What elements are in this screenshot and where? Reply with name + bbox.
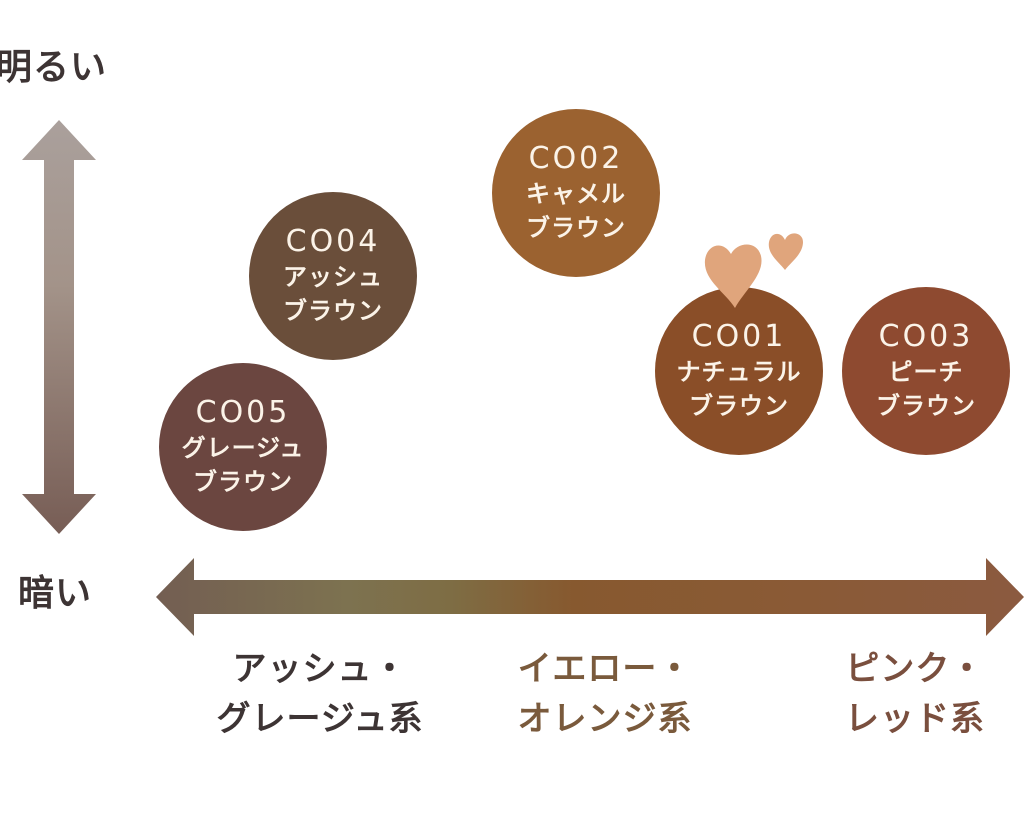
heart-small-icon xyxy=(768,233,803,270)
product-name-line2: ブラウン xyxy=(283,297,383,325)
category-yellow-orange-line1: イエロー・ xyxy=(517,649,693,689)
product-name-line1: グレージュ xyxy=(181,434,305,462)
product-code: CO04 xyxy=(285,224,381,259)
product-name-line2: ブラウン xyxy=(689,392,789,420)
product-name-line2: ブラウン xyxy=(193,468,293,496)
category-pink-red-line2: レッド系 xyxy=(845,699,985,739)
category-yellow-orange-line2: オレンジ系 xyxy=(517,699,693,739)
product-code: CO03 xyxy=(878,319,974,354)
heart-large-icon xyxy=(704,244,762,308)
brightness-high-label: 明るい xyxy=(0,47,108,88)
brightness-axis-arrow-icon xyxy=(22,120,96,534)
category-pink-red: ピンク・ レッド系 xyxy=(820,644,1010,744)
product-code: CO02 xyxy=(528,141,624,176)
category-ash-greige: アッシュ・ グレージュ系 xyxy=(205,644,435,744)
product-name-line1: キャメル xyxy=(526,180,626,208)
product-code: CO05 xyxy=(195,395,291,430)
product-code: CO01 xyxy=(691,319,787,354)
product-co03: CO03 ピーチ ブラウン xyxy=(842,287,1010,455)
category-yellow-orange: イエロー・ オレンジ系 xyxy=(490,644,720,744)
product-name-line2: ブラウン xyxy=(526,214,626,242)
product-co02: CO02 キャメル ブラウン xyxy=(492,109,660,277)
product-co05: CO05 グレージュ ブラウン xyxy=(159,363,327,531)
category-pink-red-line1: ピンク・ xyxy=(845,649,985,689)
product-name-line1: アッシュ xyxy=(283,263,383,291)
product-co01: CO01 ナチュラル ブラウン xyxy=(655,287,823,455)
hearts-decoration xyxy=(704,233,803,308)
product-name-line2: ブラウン xyxy=(876,392,976,420)
category-ash-greige-line2: グレージュ系 xyxy=(216,699,424,739)
brightness-low-label: 暗い xyxy=(18,573,93,614)
product-name-line1: ナチュラル xyxy=(676,358,802,386)
hue-axis-arrow-icon xyxy=(156,558,1024,636)
product-name-line1: ピーチ xyxy=(888,358,964,386)
category-ash-greige-line1: アッシュ・ xyxy=(232,649,408,689)
product-co04: CO04 アッシュ ブラウン xyxy=(249,192,417,360)
